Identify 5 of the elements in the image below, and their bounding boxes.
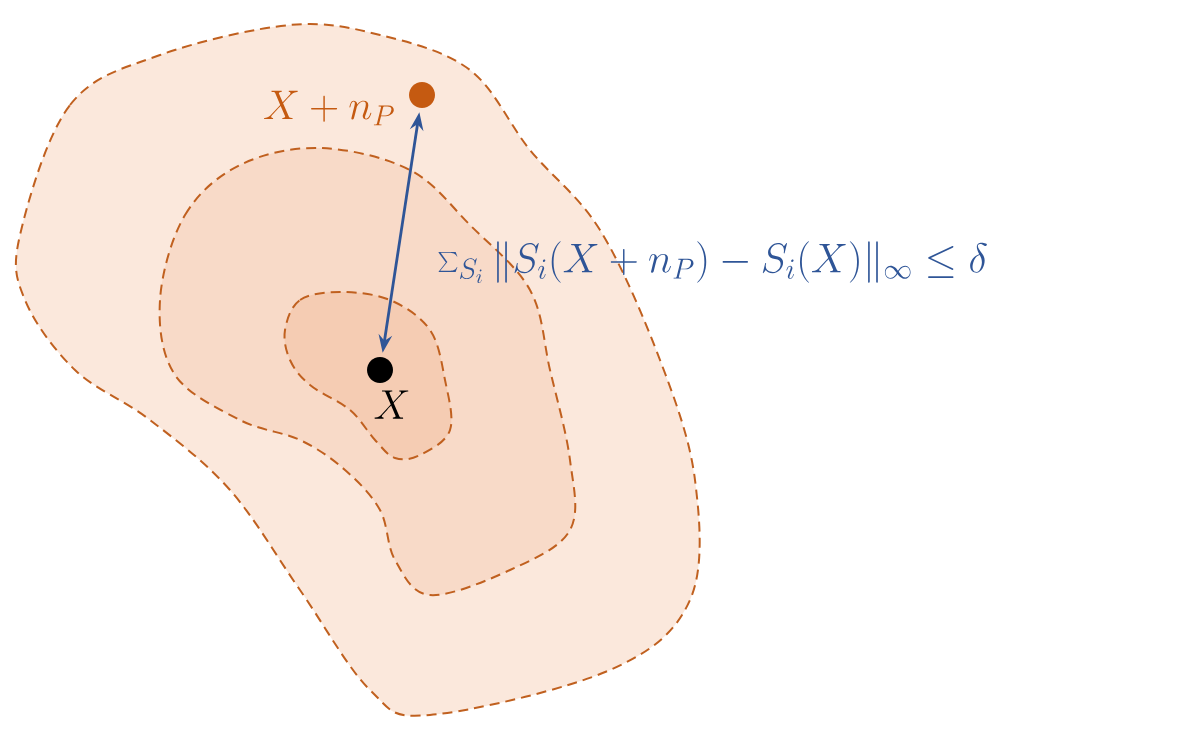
point-label: $X$ [374,390,409,419]
edge-label: $\textstyle\sum_{S_i} \|S_i(X + n_P) - S_i(X)\|_\infty \le \delta$ [438,241,987,284]
dot [409,82,435,108]
point-label: $X + n_P$ [264,90,394,126]
dot [367,357,393,383]
